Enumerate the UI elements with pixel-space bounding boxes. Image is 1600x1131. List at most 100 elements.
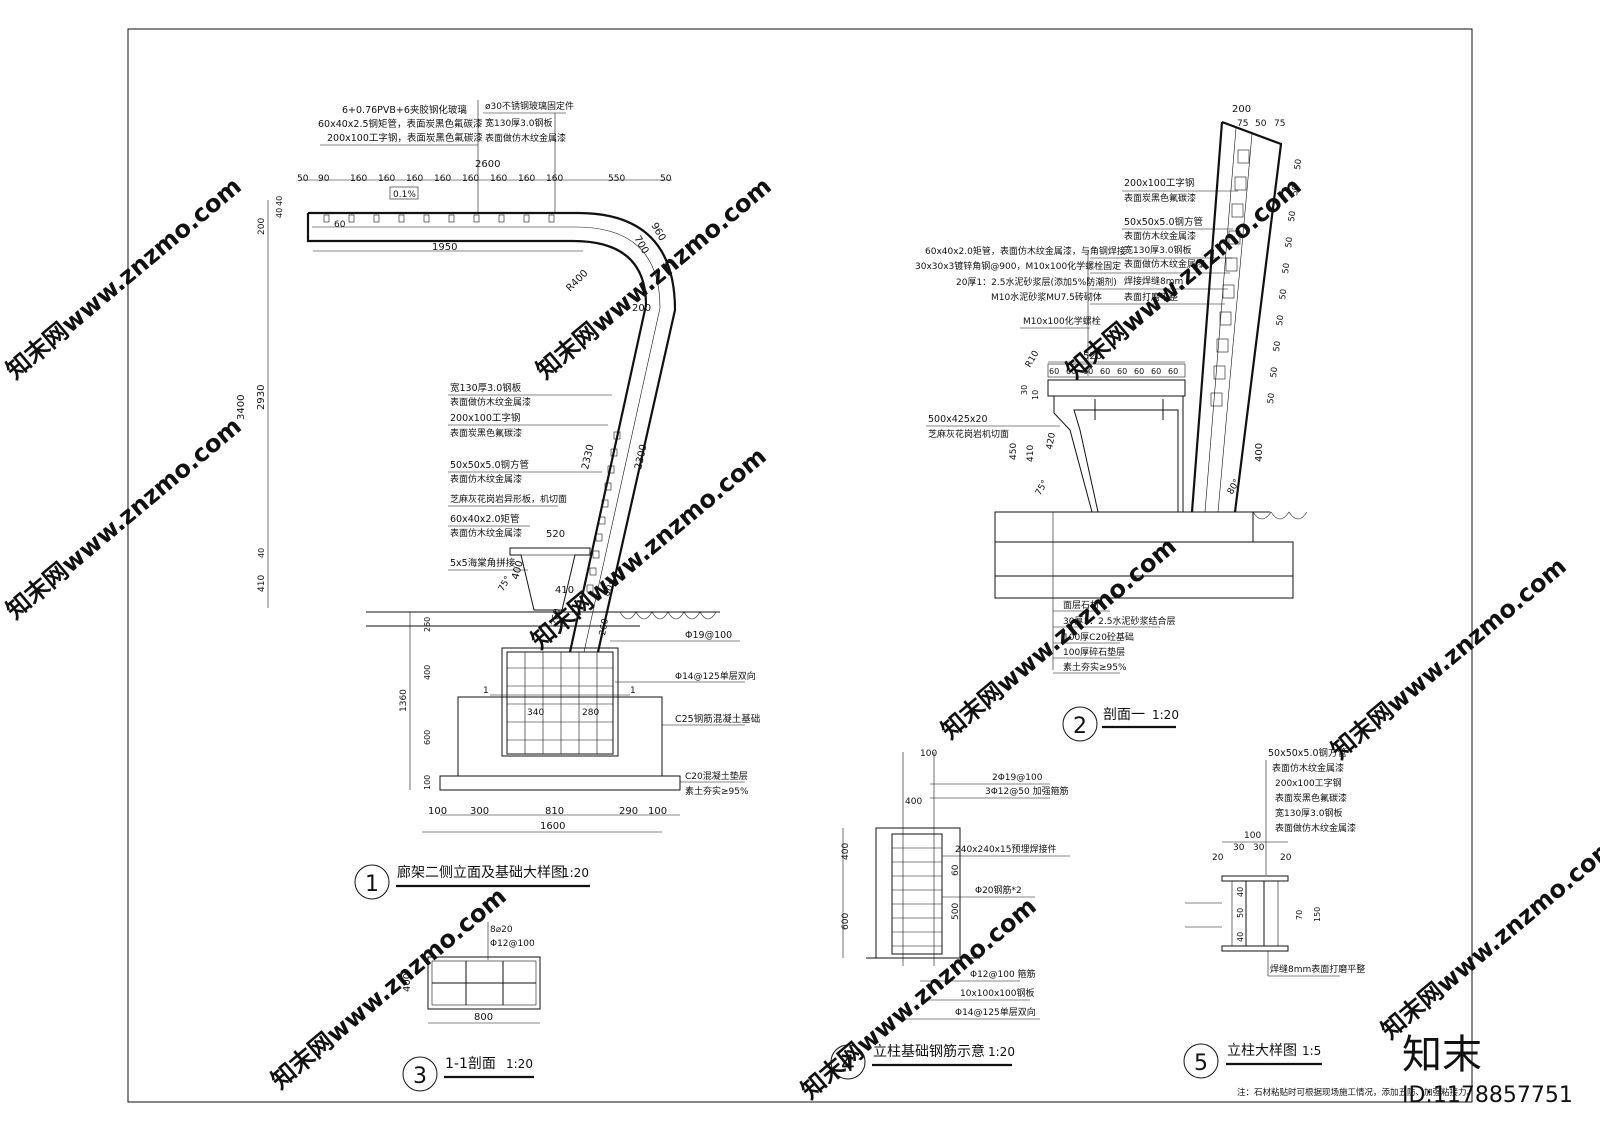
- dim: 400: [510, 559, 526, 580]
- sheet-id: ID:1178857751: [1402, 1083, 1573, 1108]
- dim: R400: [564, 268, 590, 294]
- dim: 100: [920, 749, 937, 759]
- dim: 550: [608, 174, 625, 184]
- label: 20厚1：2.5水泥砂浆层(添加5%防潮剂): [956, 276, 1117, 288]
- dim: 60: [1168, 367, 1178, 376]
- dim: 50: [297, 174, 309, 184]
- view-title: 1-1剖面: [445, 1056, 496, 1072]
- dim: 400: [905, 797, 922, 807]
- pier: [501, 647, 619, 757]
- label: 表面仿木纹金属漆: [450, 527, 522, 539]
- side-leader-labels: 宽130厚3.0钢板 表面做仿木纹金属漆 200x100工字钢 表面炭黑色氟碳漆…: [448, 382, 612, 571]
- dim: 300: [470, 806, 489, 817]
- dim: 700: [631, 234, 650, 256]
- top-leader-labels: 6+0.76PVB+6夹胶钢化玻璃 60x40x2.5钢矩管，表面炭黑色氟碳漆 …: [318, 100, 574, 213]
- label: 芝麻灰花岗岩异形板，机切面: [450, 493, 567, 505]
- dim: 50: [1284, 236, 1295, 248]
- layer-callout: 面层石材 30厚1：2.5水泥砂浆结合层 100厚C20砼基础 100厚碎石垫层…: [1052, 512, 1176, 674]
- dim: 50: [1266, 392, 1277, 404]
- dim: 60: [1151, 367, 1161, 376]
- dim: 60: [1100, 367, 1110, 376]
- dim: 400: [841, 843, 851, 860]
- label: 宽130厚3.0钢板: [450, 382, 522, 394]
- label: 宽130厚3.0钢板: [1124, 244, 1192, 256]
- bench-stone: [1053, 395, 1184, 513]
- dim: 410: [257, 575, 267, 592]
- label-fixer: ø30不锈钢玻璃固定件: [485, 100, 574, 112]
- label: 10x100x100钢板: [960, 987, 1034, 999]
- label: 200x100工字钢: [450, 412, 520, 424]
- view-3-section: 8⌀20 Φ12@100 800 400 3 1-1剖面 1:20: [402, 922, 541, 1092]
- dim: 30: [1233, 843, 1245, 853]
- general-note: 注：石材粘贴时可根据现场施工情况，添加五防、加强粘接力。: [1237, 1087, 1475, 1098]
- dim: 60: [1049, 367, 1059, 376]
- label: Φ19@100: [685, 630, 732, 641]
- label: 宽130厚3.0钢板: [1275, 807, 1343, 819]
- section-mark: 1: [483, 686, 489, 696]
- watermark-text: 知末网www.znzmo.com: [1326, 552, 1572, 765]
- label: 240x240x15预埋焊接件: [955, 843, 1056, 855]
- view-number-circle: [1062, 706, 1098, 742]
- dim: 150: [1313, 907, 1322, 922]
- label-plate: 宽130厚3.0钢板: [485, 117, 553, 129]
- bench-top-segments: 60 60 60 60 60 60 60 60: [1049, 367, 1178, 376]
- dim: 50: [1290, 184, 1301, 196]
- dim-overall: 2600: [475, 159, 500, 170]
- dim: 450: [1009, 443, 1019, 460]
- dim: 50: [1236, 908, 1245, 918]
- dim: 1600: [540, 821, 565, 832]
- label-tube: 60x40x2.5钢矩管，表面炭黑色氟碳漆: [318, 118, 483, 130]
- dim: 160: [406, 174, 423, 184]
- label: 表面炭黑色氟碳漆: [1275, 792, 1347, 804]
- dim: 2300: [633, 443, 649, 470]
- label-ibeam: 200x100工字钢，表面炭黑色氟碳漆: [327, 132, 483, 144]
- label: 50x50x5.0钢方管: [1268, 747, 1347, 759]
- view-number-circle: [830, 1044, 866, 1080]
- dim: 520: [546, 529, 565, 540]
- slope-label: 0.1%: [393, 190, 416, 200]
- label: 表面仿木纹金属漆: [1272, 762, 1344, 774]
- sheet-frame: [127, 28, 1473, 1103]
- view-scale: 1:20: [988, 1045, 1015, 1059]
- label: 表面打磨平整: [1124, 291, 1178, 303]
- dim: 260: [550, 608, 563, 627]
- dim: 40: [257, 548, 266, 558]
- label: 焊缝8mm表面打磨平整: [1270, 963, 1365, 975]
- dim: 500: [951, 903, 961, 920]
- dim: R10: [1024, 349, 1042, 370]
- dim: 70: [1295, 910, 1304, 920]
- dim: 60: [1117, 367, 1127, 376]
- dim: 960: [648, 221, 667, 243]
- dim: 75: [1237, 119, 1248, 129]
- label: 表面做仿木纹金属漆: [1275, 822, 1356, 834]
- dim: 810: [545, 806, 564, 817]
- view-title: 廊架二侧立面及基础大样图: [397, 864, 565, 881]
- dim: 60: [951, 864, 961, 876]
- label: 200x100工字钢: [1124, 177, 1194, 189]
- dim: 60: [334, 220, 346, 230]
- dim: 280: [582, 708, 599, 718]
- label: 60x40x2.0矩管: [450, 513, 520, 525]
- label: 表面炭黑色氟碳漆: [1124, 192, 1196, 204]
- label: Φ12@100 箍筋: [970, 968, 1036, 980]
- label: 表面仿木纹金属漆: [1124, 230, 1196, 242]
- dim: 100: [1244, 831, 1261, 841]
- dim: 260: [423, 617, 432, 632]
- dim: 400: [1254, 443, 1265, 462]
- section-leader-labels: 200x100工字钢 表面炭黑色氟碳漆 50x50x5.0钢方管 表面仿木纹金属…: [915, 177, 1238, 376]
- dim: 50: [1281, 262, 1292, 274]
- label: 焊接焊缝8mm: [1124, 275, 1183, 287]
- dim: 340: [527, 708, 544, 718]
- dim: 60: [1134, 367, 1144, 376]
- pier-rebar: [506, 651, 614, 755]
- dim: 60: [1066, 367, 1076, 376]
- watermark-text: 知末网www.znzmo.com: [1, 172, 247, 385]
- dim: 20: [1212, 853, 1224, 863]
- label: 2Φ19@100: [992, 773, 1043, 783]
- dim: 75: [1274, 119, 1285, 129]
- detail-leader-labels: 50x50x5.0钢方管 表面仿木纹金属漆 200x100工字钢 表面炭黑色氟碳…: [1265, 747, 1356, 875]
- dim: 50: [1293, 158, 1304, 170]
- dim: 30: [1020, 385, 1029, 395]
- view-number: 2: [1073, 714, 1087, 739]
